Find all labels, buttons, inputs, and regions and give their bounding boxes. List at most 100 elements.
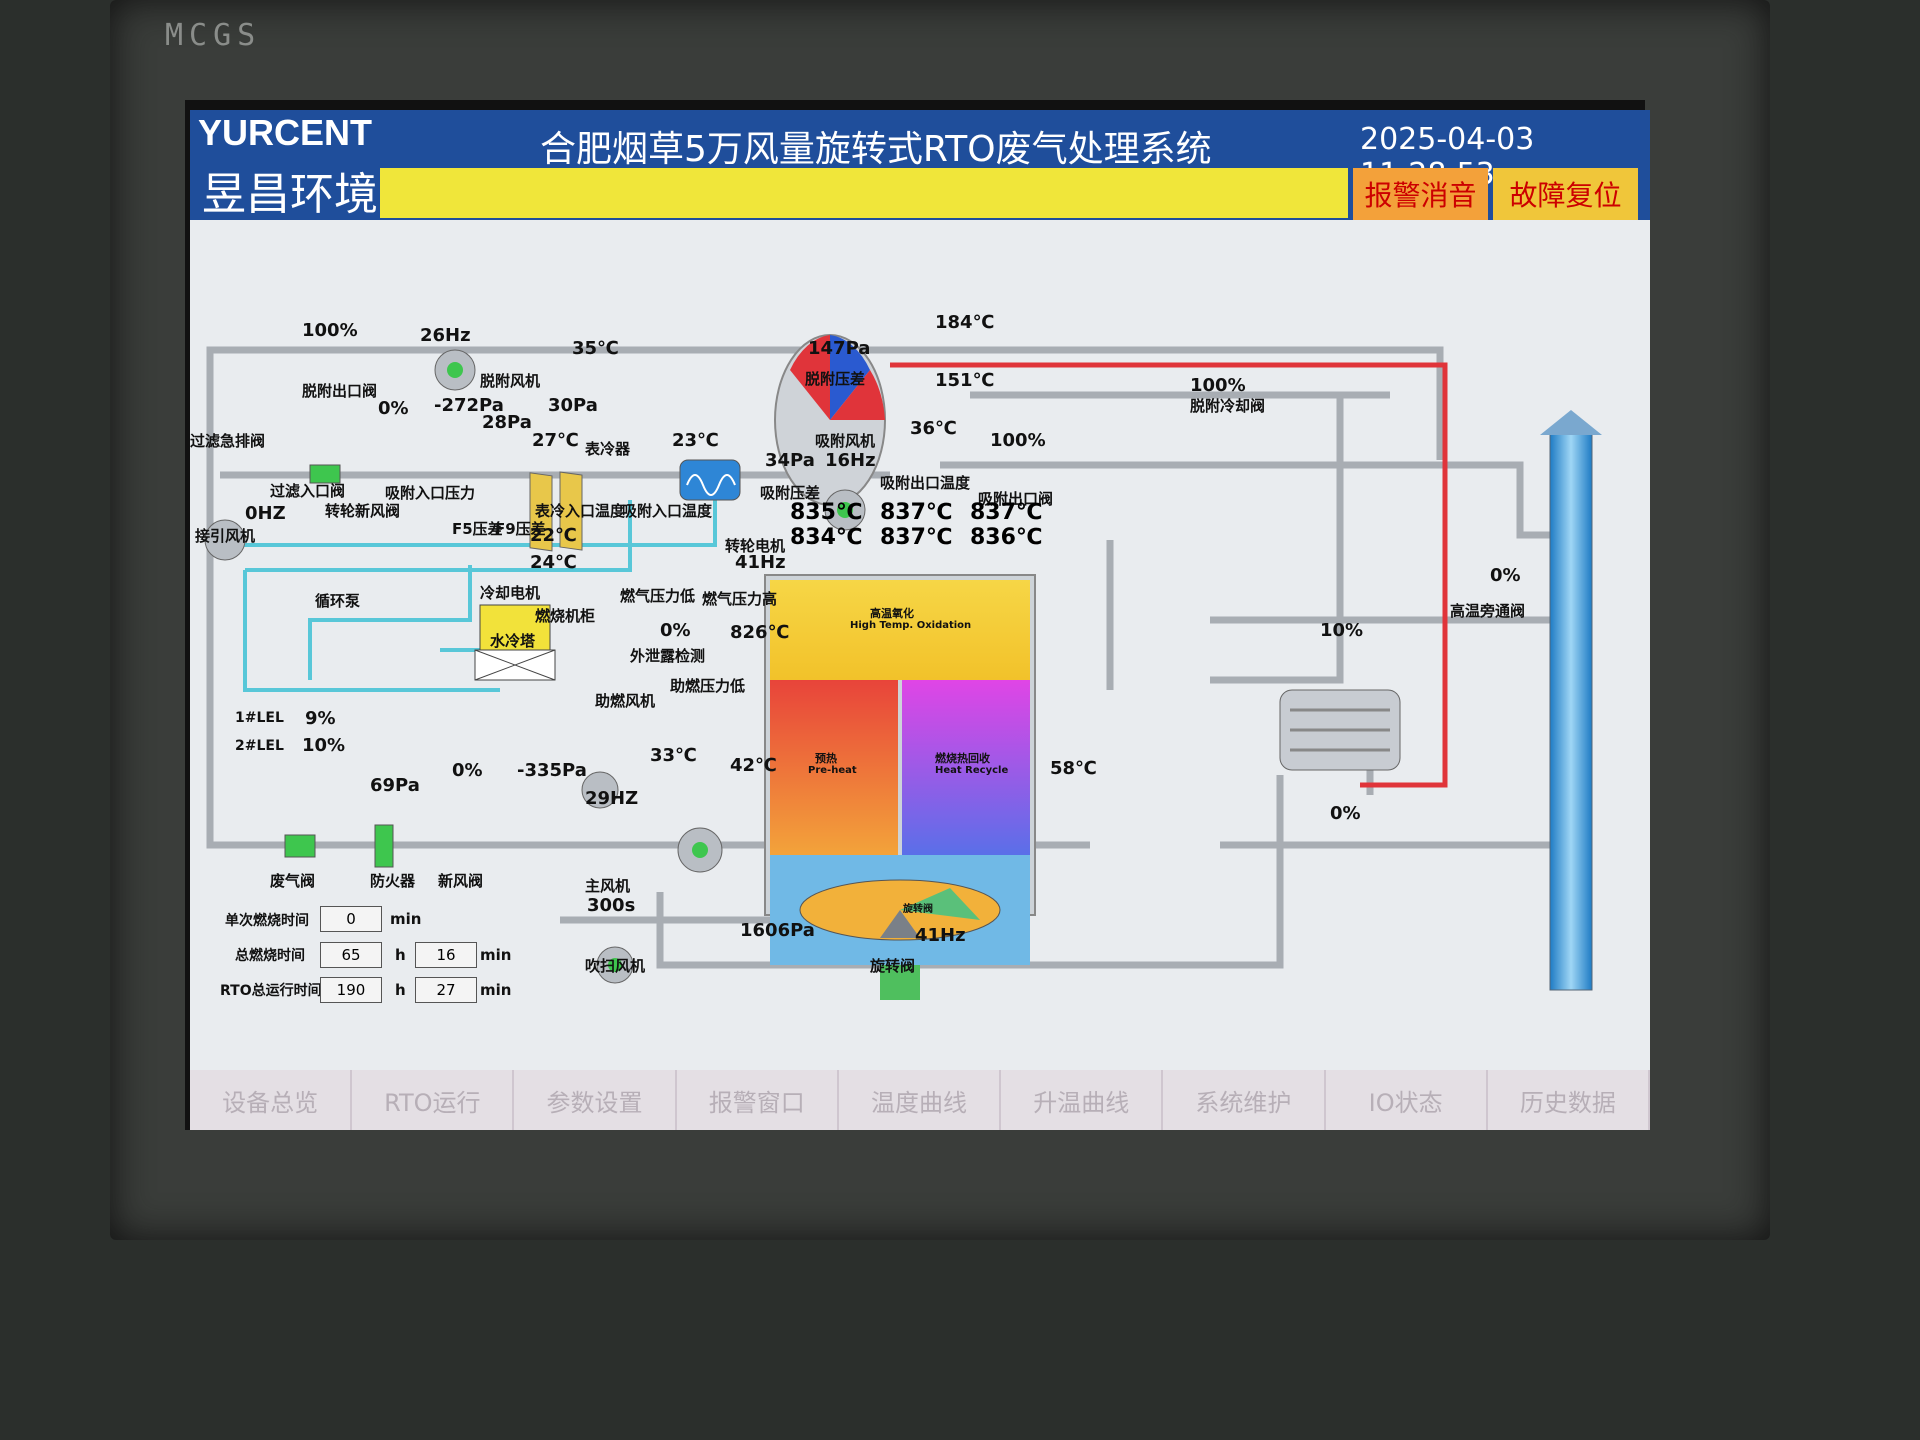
ads-dp: 吸附压差 (760, 484, 821, 502)
desorb-outlet-valve[interactable]: 脱附出口阀 (302, 382, 378, 400)
main-fan[interactable]: 主风机 (585, 877, 631, 895)
rto-run-hours: 190 (320, 977, 382, 1003)
aux-press-low: 助燃压力低 (670, 677, 746, 695)
alarm-mute-button[interactable]: 报警消音 (1353, 168, 1488, 220)
main-fan-seconds: 300s (587, 895, 636, 916)
hot-bypass-valve[interactable]: 高温旁通阀 (1450, 602, 1526, 620)
desorb-outlet-pct: 100% (302, 320, 358, 341)
tab-history[interactable]: 历史数据 (1488, 1070, 1650, 1130)
process-diagram: 100% 脱附出口阀 26Hz 脱附风机 35℃ 147Pa 脱附压差 184℃… (190, 220, 1650, 1070)
desorb-cool-valve[interactable]: 脱附冷却阀 (1190, 397, 1266, 415)
purge-fan[interactable]: 吹扫风机 (585, 957, 646, 975)
water-tower: 水冷塔 (490, 632, 536, 650)
rotor-motor[interactable]: 转轮电机 (725, 537, 786, 555)
circ-pump[interactable]: 循环泵 (315, 592, 361, 610)
tab-rto-run[interactable]: RTO运行 (352, 1070, 515, 1130)
f9-dp: F9压差 (495, 520, 546, 538)
lel1-label: 1#LEL (235, 710, 284, 726)
ads-fan-hz: 16Hz (825, 450, 876, 471)
temp-24: 24℃ (530, 552, 577, 573)
temp-22: 22℃ (530, 525, 577, 546)
tab-alarms[interactable]: 报警窗口 (677, 1070, 839, 1130)
single-burn-unit: min (390, 910, 422, 928)
rotor-fresh-valve[interactable]: 转轮新风阀 (325, 502, 401, 520)
company-logo-cn: 昱昌环境 (202, 169, 378, 220)
temp-33: 33℃ (650, 745, 697, 766)
valve-10-pct: 10% (1320, 620, 1364, 641)
hmi-screen: YURCENT 昱昌环境 合肥烟草5万风量旋转式RTO废气处理系统 2025-0… (190, 110, 1650, 1130)
temp-184: 184℃ (935, 312, 995, 333)
single-burn-label: 单次燃烧时间 (225, 913, 309, 929)
fresh-air-valve[interactable]: 新风阀 (438, 872, 484, 890)
desorb-fan[interactable]: 脱附风机 (480, 372, 541, 390)
filter-vent-valve[interactable]: 过滤急排阀 (190, 432, 266, 450)
rto-run-label: RTO总运行时间 (220, 983, 322, 999)
cooler-label: 表冷器 (585, 440, 631, 458)
alarm-bar (380, 168, 1348, 218)
fresh-valve-pct: 0% (452, 760, 483, 781)
ads-fan[interactable]: 吸附风机 (815, 432, 876, 450)
total-burn-minutes: 16 (415, 942, 477, 968)
rto-run-minutes: 27 (415, 977, 477, 1003)
temp-23: 23℃ (672, 430, 719, 451)
header-bar: YURCENT 昱昌环境 合肥烟草5万风量旋转式RTO废气处理系统 2025-0… (190, 110, 1650, 220)
temp-36: 36℃ (910, 418, 957, 439)
press-neg272: -272Pa (434, 395, 504, 416)
total-burn-min-unit: min (480, 946, 512, 964)
preheat-cn: 预热 (815, 752, 837, 765)
leak-pct: 0% (660, 620, 691, 641)
single-burn-value: 0 (320, 906, 382, 932)
total-burn-h-unit: h (395, 946, 406, 964)
oxidation-en: High Temp. Oxidation (850, 620, 972, 631)
monitor-brand: MCGS (165, 18, 262, 53)
aux-fan[interactable]: 助燃风机 (595, 692, 656, 710)
press-neg335: -335Pa (517, 760, 587, 781)
ads-outlet-temp: 吸附出口温度 (880, 474, 971, 492)
total-burn-label: 总燃烧时间 (235, 948, 305, 964)
temp-42: 42℃ (730, 755, 777, 776)
gas-press-high: 燃气压力高 (702, 590, 778, 608)
ads-outlet-valve[interactable]: 吸附出口阀 (978, 490, 1054, 508)
main-fan-hz: 29HZ (585, 788, 639, 809)
waste-gas-valve[interactable]: 废气阀 (270, 872, 316, 890)
rto-run-min-unit: min (480, 981, 512, 999)
ads-outlet-pct: 100% (990, 430, 1046, 451)
oxidation-cn: 高温氧化 (870, 607, 914, 620)
recycle-en: Heat Recycle (935, 765, 1009, 776)
rto-run-h-unit: h (395, 981, 406, 999)
tab-params[interactable]: 参数设置 (514, 1070, 677, 1130)
temp-151: 151℃ (935, 370, 995, 391)
f5-dp: F5压差 (452, 520, 503, 538)
rot-valve[interactable]: 旋转阀 (870, 957, 916, 975)
tab-temp-curve[interactable]: 温度曲线 (839, 1070, 1002, 1130)
rotor-fresh-pct: 0% (378, 398, 409, 419)
cool-motor[interactable]: 冷却电机 (480, 584, 541, 602)
page-title: 合肥烟草5万风量旋转式RTO废气处理系统 (540, 129, 1212, 170)
press-28: 28Pa (482, 412, 532, 433)
process-pipes (204, 334, 1602, 1000)
press-69: 69Pa (370, 775, 420, 796)
fault-reset-button[interactable]: 故障复位 (1493, 168, 1638, 220)
hot-bypass-pct: 0% (1490, 565, 1521, 586)
cooler-inlet-temp: 表冷入口温度 (535, 502, 626, 520)
valve-0-pct: 0% (1330, 803, 1361, 824)
tab-heatup-curve[interactable]: 升温曲线 (1001, 1070, 1164, 1130)
preheat-en: Pre-heat (808, 765, 857, 776)
desorb-cool-pct: 100% (1190, 375, 1246, 396)
induced-fan[interactable]: 接引风机 (195, 527, 256, 545)
rot-valve-hz: 41Hz (915, 925, 966, 946)
press-34: 34Pa (765, 450, 815, 471)
lel1-value: 9% (305, 708, 336, 729)
press-30: 30Pa (548, 395, 598, 416)
filter-inlet-valve[interactable]: 过滤入口阀 (270, 482, 346, 500)
temp-835: 835℃ (790, 500, 863, 525)
rot-valve-small-label: 旋转阀 (903, 904, 933, 915)
tab-io-status[interactable]: IO状态 (1326, 1070, 1488, 1130)
press-147: 147Pa (808, 338, 871, 359)
burner-cabinet[interactable]: 燃烧机柜 (535, 607, 596, 625)
temp-35: 35℃ (572, 338, 619, 359)
fire-arrester: 防火器 (370, 872, 416, 890)
tab-overview[interactable]: 设备总览 (190, 1070, 353, 1130)
tab-maintenance[interactable]: 系统维护 (1163, 1070, 1326, 1130)
temp-826: 826℃ (730, 622, 790, 643)
